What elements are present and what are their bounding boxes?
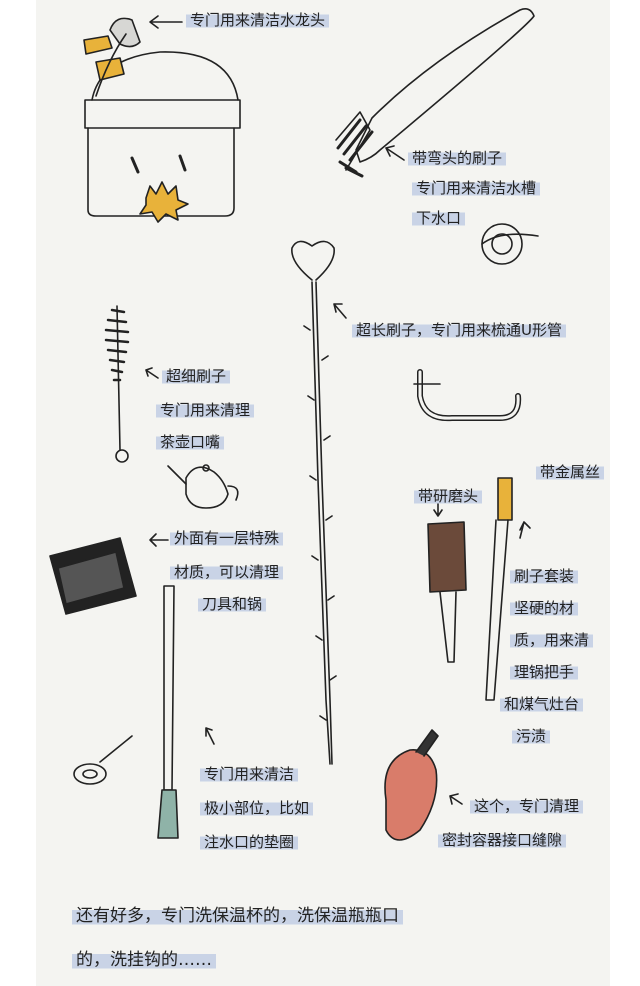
label-fine-title: 超细刷子 <box>162 366 231 386</box>
label-bent-head-title: 带弯头的刷子 <box>408 148 507 168</box>
label-wire-brush: 带金属丝 <box>536 462 605 482</box>
label-bent-head-line1: 专门用来清洁水槽 <box>412 178 541 198</box>
u-pipe-drawing <box>413 369 522 422</box>
label-set-line1: 刷子套装 <box>510 566 579 586</box>
label-set-line3: 质，用来清 <box>510 630 594 650</box>
label-set-line6: 污渍 <box>512 726 551 746</box>
sponge-drawing <box>49 537 137 615</box>
footer-line2: 的，洗挂钩的…… <box>72 950 216 970</box>
label-tiny-line3: 注水口的垫圈 <box>200 832 299 852</box>
label-grind-head: 带研磨头 <box>414 486 483 506</box>
label-sponge-line1: 外面有一层特殊 <box>170 528 284 548</box>
label-seal-line1: 这个，专门清理 <box>470 796 584 816</box>
label-sponge-line2: 材质，可以清理 <box>170 562 284 582</box>
gasket-drawing <box>73 735 133 785</box>
wire-brush-drawing <box>485 477 513 701</box>
label-fine-line2: 茶壶口嘴 <box>156 432 225 452</box>
footer-line1: 还有好多，专门洗保温杯的，洗保温瓶瓶口 <box>72 906 403 926</box>
extra-long-brush-drawing <box>291 240 337 765</box>
arrows <box>145 15 531 805</box>
label-faucet: 专门用来清洁水龙头 <box>186 10 330 30</box>
drain-drawing <box>481 223 539 265</box>
label-tiny-line1: 专门用来清洁 <box>200 764 299 784</box>
narrow-brush-drawing <box>157 585 179 839</box>
teapot-drawing <box>167 464 239 509</box>
fine-brush-drawing <box>104 305 130 463</box>
label-long-brush: 超长刷子，专门用来梳通U形管 <box>352 320 566 340</box>
label-set-line5: 和煤气灶台 <box>500 694 584 714</box>
label-sponge-line3: 刀具和锅 <box>198 594 267 614</box>
faucet-clip-drawing <box>83 17 141 97</box>
label-set-line4: 理锅把手 <box>510 662 579 682</box>
label-seal-line2: 密封容器接口缝隙 <box>438 830 567 850</box>
label-set-line2: 坚硬的材 <box>510 598 579 618</box>
label-fine-line1: 专门用来清理 <box>156 400 255 420</box>
label-tiny-line2: 极小部位，比如 <box>200 798 314 818</box>
grinding-brush-drawing <box>427 521 467 663</box>
seal-brush-drawing <box>384 729 439 841</box>
bent-head-brush-drawing <box>335 8 535 178</box>
label-bent-head-line2: 下水口 <box>412 208 466 228</box>
